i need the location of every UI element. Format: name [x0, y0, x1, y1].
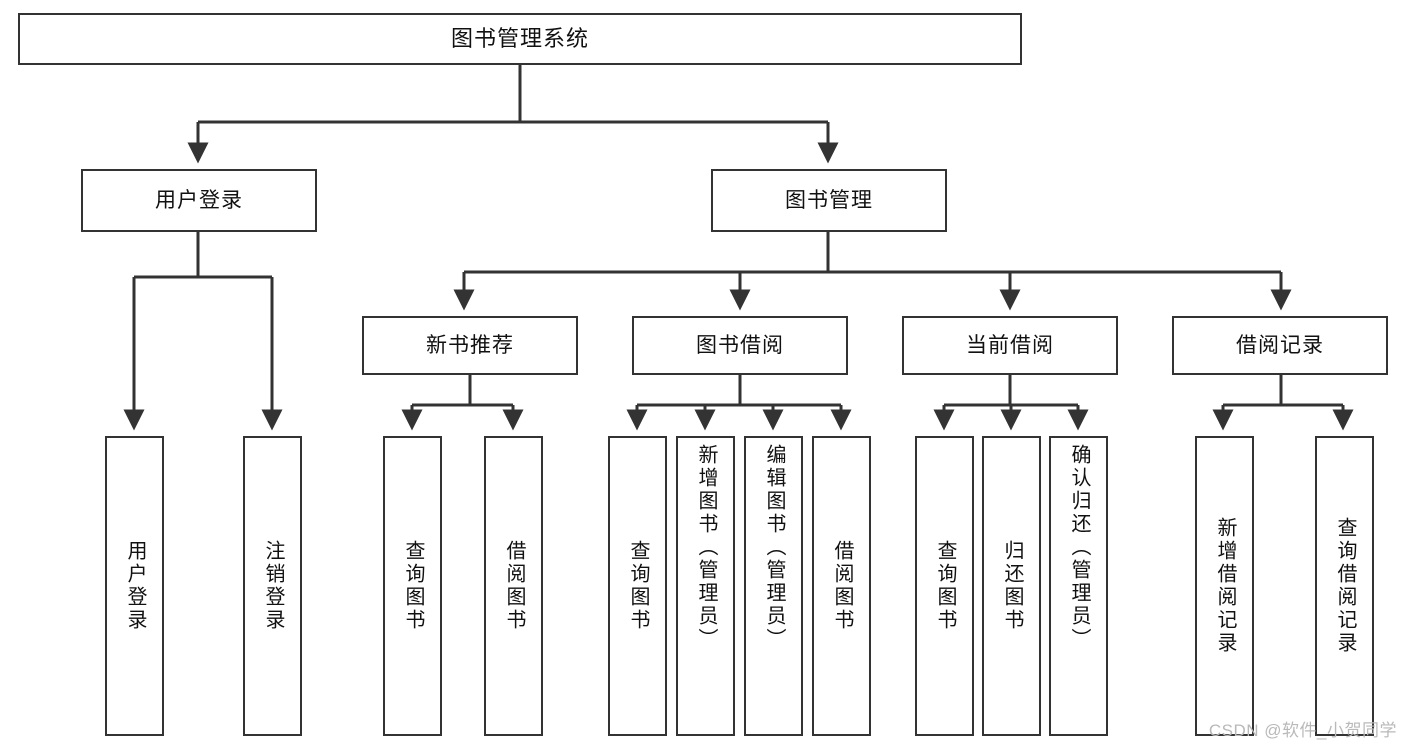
leaf-return-book[interactable]: 归还图书: [982, 436, 1041, 736]
leaf-borrow-book-2-label: 借阅图书: [831, 540, 853, 632]
leaf-add-book[interactable]: 新增图书（管理员）: [676, 436, 735, 736]
leaf-query-book-2[interactable]: 查询图书: [608, 436, 667, 736]
node-borrow-record[interactable]: 借阅记录: [1172, 316, 1388, 375]
leaf-edit-book[interactable]: 编辑图书（管理员）: [744, 436, 803, 736]
leaf-borrow-book-2[interactable]: 借阅图书: [812, 436, 871, 736]
watermark: CSDN @软件_小贺同学: [1208, 721, 1397, 740]
leaf-query-record-label: 查询借阅记录: [1334, 517, 1356, 655]
leaf-query-book-3-label: 查询图书: [934, 540, 956, 632]
node-current-borrow-label: 当前借阅: [966, 333, 1054, 357]
node-book-management[interactable]: 图书管理: [711, 169, 947, 232]
node-user-login[interactable]: 用户登录: [81, 169, 317, 232]
node-root[interactable]: 图书管理系统: [18, 13, 1022, 65]
node-book-borrow[interactable]: 图书借阅: [632, 316, 848, 375]
leaf-confirm-return[interactable]: 确认归还（管理员）: [1049, 436, 1108, 736]
leaf-query-book-1-label: 查询图书: [402, 540, 424, 632]
leaf-borrow-book-1[interactable]: 借阅图书: [484, 436, 543, 736]
node-borrow-record-label: 借阅记录: [1236, 333, 1324, 357]
leaf-confirm-return-label: 确认归还（管理员）: [1068, 444, 1090, 651]
leaf-query-record[interactable]: 查询借阅记录: [1315, 436, 1374, 736]
leaf-user-login-label: 用户登录: [124, 540, 146, 632]
leaf-query-book-2-label: 查询图书: [627, 540, 649, 632]
leaf-add-book-label: 新增图书（管理员）: [695, 444, 717, 651]
node-root-label: 图书管理系统: [450, 25, 589, 51]
leaf-add-record[interactable]: 新增借阅记录: [1195, 436, 1254, 736]
node-book-management-label: 图书管理: [785, 188, 873, 212]
node-book-borrow-label: 图书借阅: [696, 333, 784, 357]
leaf-borrow-book-1-label: 借阅图书: [503, 540, 525, 632]
leaf-query-book-3[interactable]: 查询图书: [915, 436, 974, 736]
node-new-book-recommend-label: 新书推荐: [426, 333, 514, 357]
leaf-logout[interactable]: 注销登录: [243, 436, 302, 736]
leaf-user-login[interactable]: 用户登录: [105, 436, 164, 736]
node-new-book-recommend[interactable]: 新书推荐: [362, 316, 578, 375]
node-current-borrow[interactable]: 当前借阅: [902, 316, 1118, 375]
leaf-return-book-label: 归还图书: [1001, 540, 1023, 632]
leaf-query-book-1[interactable]: 查询图书: [383, 436, 442, 736]
leaf-add-record-label: 新增借阅记录: [1214, 517, 1236, 655]
leaf-edit-book-label: 编辑图书（管理员）: [763, 444, 785, 651]
node-user-login-label: 用户登录: [155, 188, 243, 212]
leaf-logout-label: 注销登录: [262, 540, 284, 632]
